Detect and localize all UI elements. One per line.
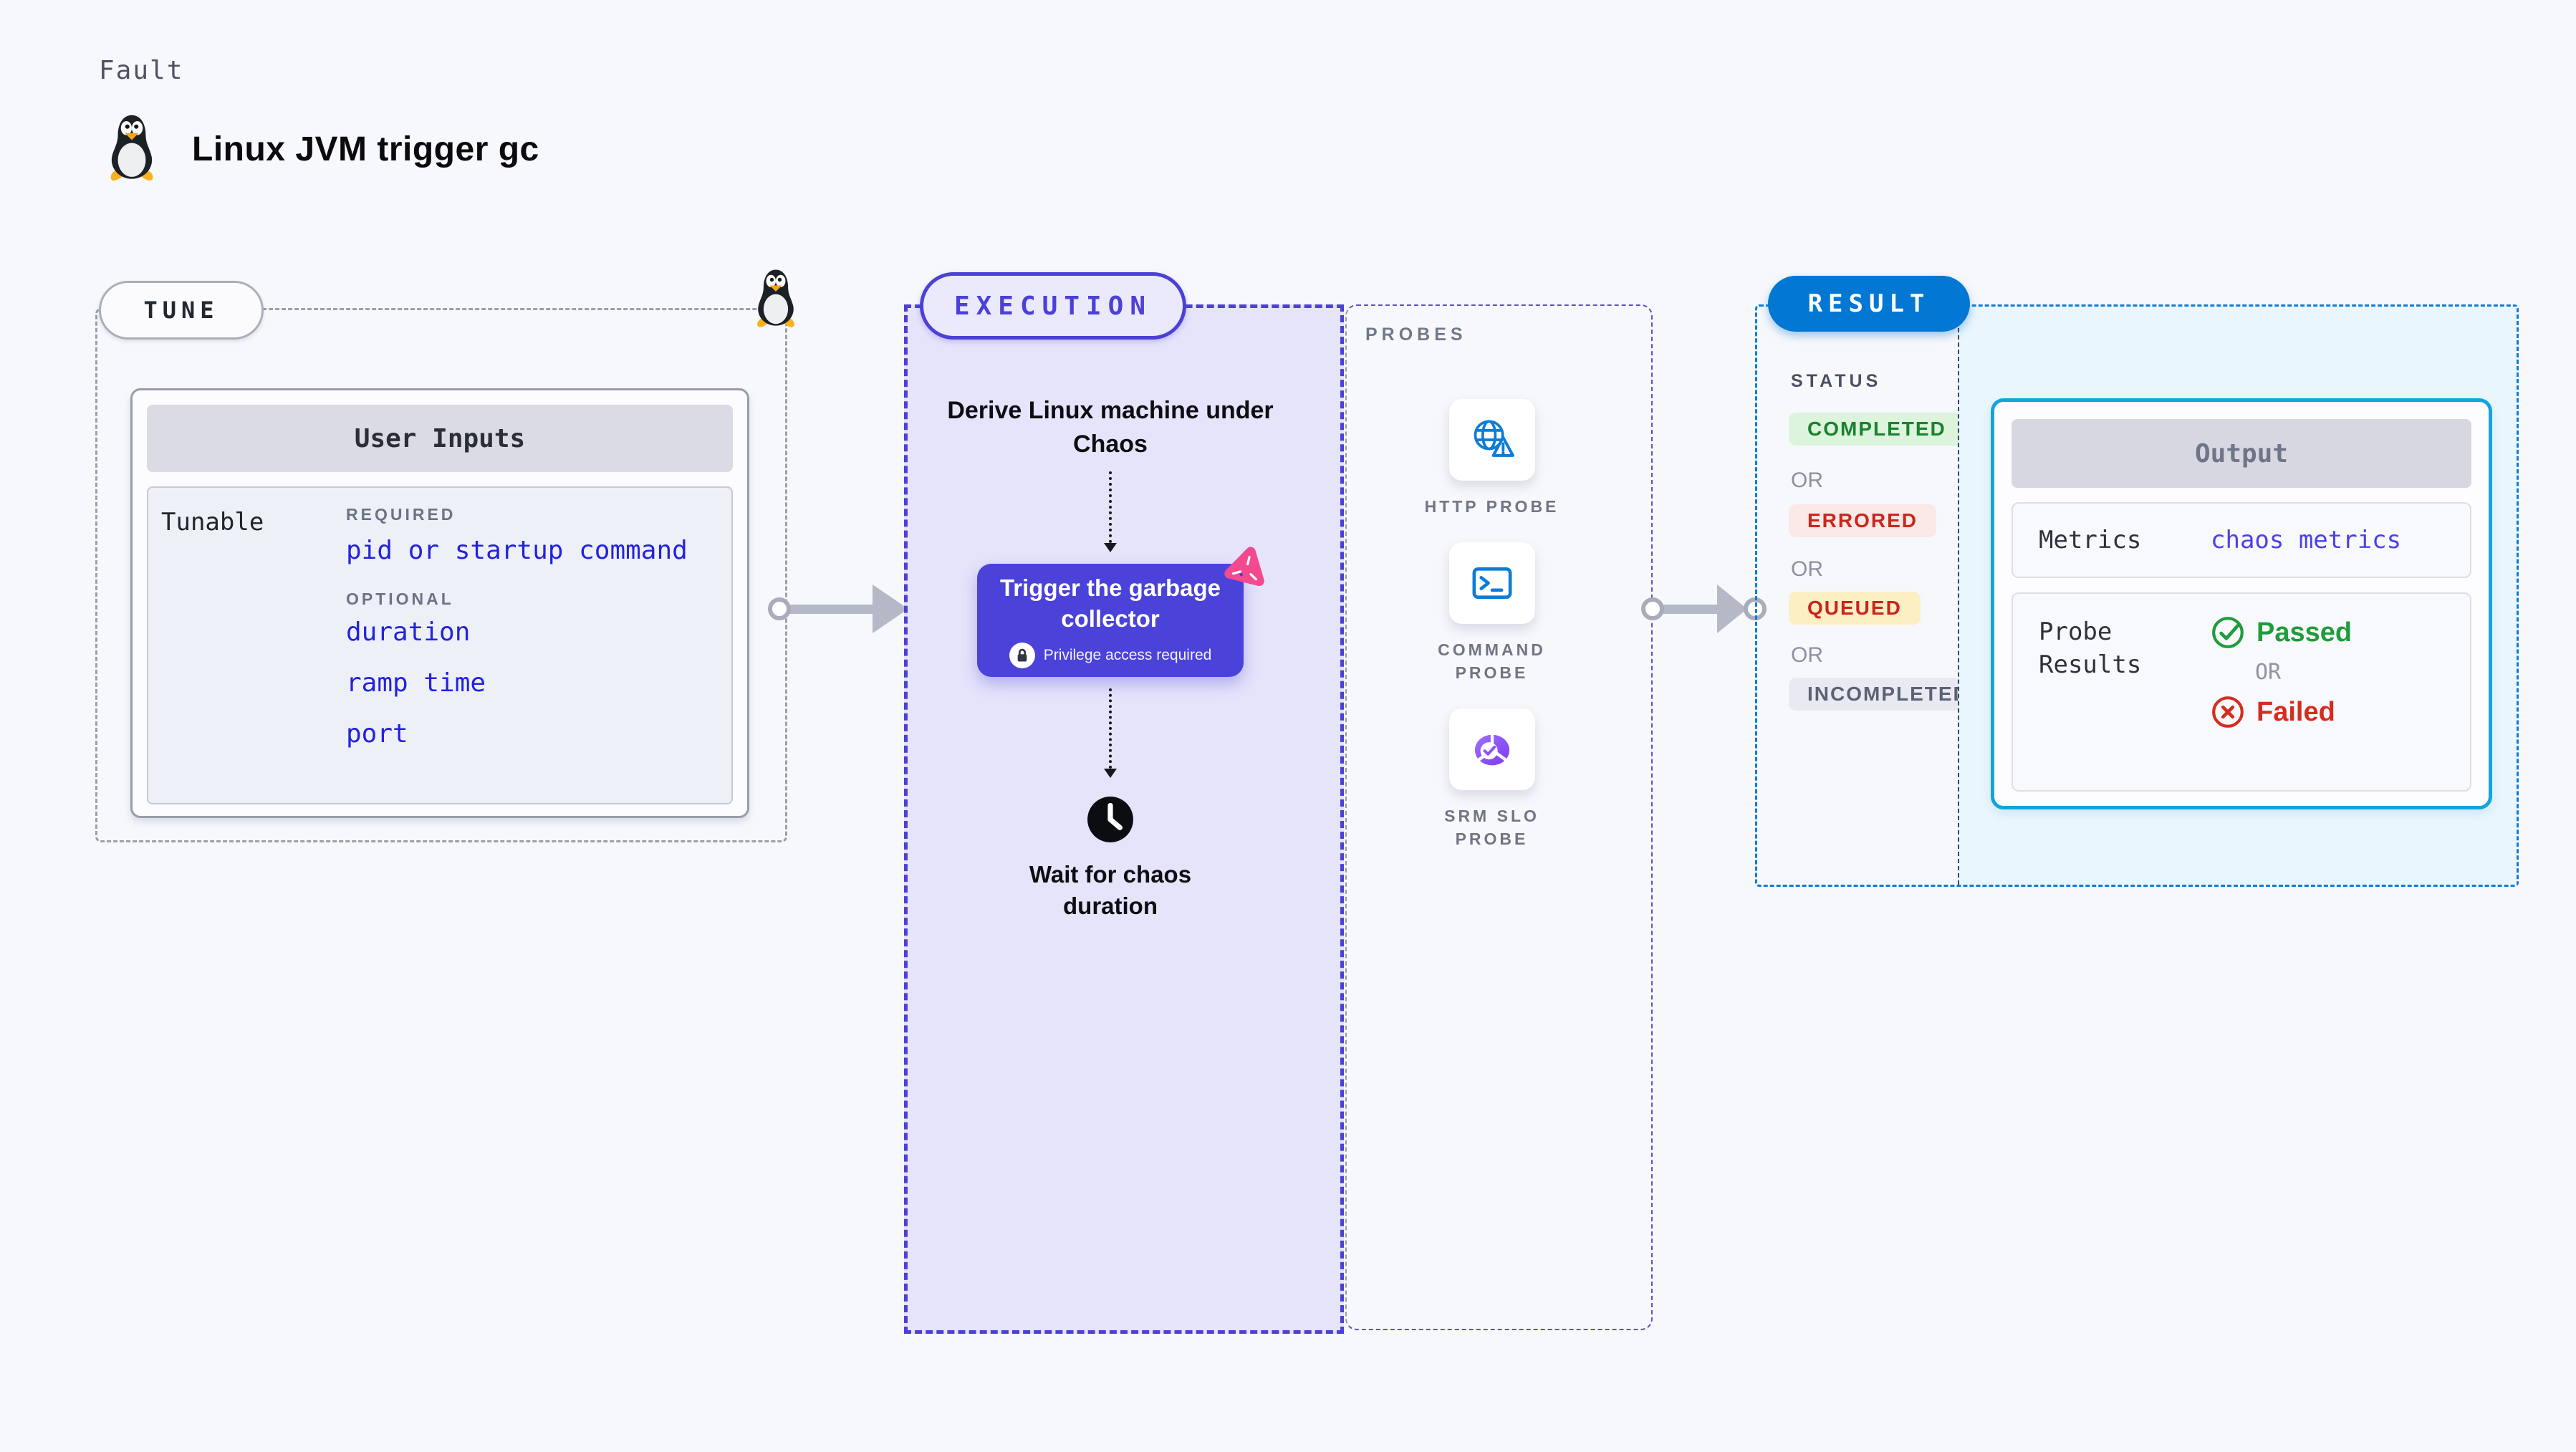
passed-label: Passed xyxy=(2257,617,2352,648)
probe-results-row: Probe Results Passed OR xyxy=(2012,592,2471,792)
lock-icon xyxy=(1009,643,1035,668)
probe-results-label: Probe Results xyxy=(2039,617,2142,679)
x-circle-icon xyxy=(2212,696,2244,728)
tune-badge: TUNE xyxy=(99,281,264,340)
user-inputs-title: User Inputs xyxy=(147,405,733,472)
tunable-link-port[interactable]: port xyxy=(346,719,408,749)
status-badge-errored: ERRORED xyxy=(1789,504,1937,537)
result-section: STATUS COMPLETED OR ERRORED OR QUEUED OR… xyxy=(1755,304,2519,887)
or-separator: OR xyxy=(1791,557,1823,581)
probe-item-srm-slo: SRM SLO PROBE xyxy=(1410,708,1575,850)
tux-penguin-icon xyxy=(102,113,162,185)
user-inputs-card: User Inputs Tunable REQUIRED pid or star… xyxy=(130,388,749,818)
probe-item-http: HTTP PROBE xyxy=(1410,399,1575,518)
output-area: Output Metrics chaos metrics Probe Resul… xyxy=(1958,307,2517,885)
or-separator: OR xyxy=(2255,660,2282,685)
execution-badge: EXECUTION xyxy=(920,272,1186,340)
tune-section xyxy=(95,308,787,842)
probe-label: HTTP PROBE xyxy=(1424,497,1559,516)
probes-section: PROBES HTTP PR xyxy=(1345,304,1653,1330)
srm-slo-probe-card[interactable] xyxy=(1448,708,1535,790)
output-title: Output xyxy=(2012,419,2471,488)
required-label: REQUIRED xyxy=(346,505,456,524)
probe-label: SRM SLO PROBE xyxy=(1444,807,1539,848)
trigger-gc-node[interactable]: Trigger the garbage collector Privilege … xyxy=(977,547,1264,677)
tunable-link-ramp-time[interactable]: ramp time xyxy=(346,668,486,698)
output-card: Output Metrics chaos metrics Probe Resul… xyxy=(1991,398,2492,809)
fault-kicker: Fault xyxy=(99,56,184,85)
tunable-row-label: Tunable xyxy=(161,508,264,537)
tux-penguin-icon-small xyxy=(749,268,802,331)
wait-duration-step: Wait for chaos duration xyxy=(1029,861,1192,919)
or-separator: OR xyxy=(1791,468,1823,492)
probes-label: PROBES xyxy=(1365,324,1467,345)
tunable-link-pid[interactable]: pid or startup command xyxy=(346,536,688,565)
status-column: STATUS COMPLETED OR ERRORED OR QUEUED OR… xyxy=(1757,307,1988,885)
result-badge: RESULT xyxy=(1768,276,1970,332)
chaos-metrics-link[interactable]: chaos metrics xyxy=(2211,526,2402,554)
privilege-note: Privilege access required xyxy=(1043,647,1212,663)
metrics-label: Metrics xyxy=(2039,526,2142,554)
arrow-down-icon xyxy=(1104,769,1117,778)
probe-label: COMMAND PROBE xyxy=(1438,640,1546,682)
derive-machine-step: Derive Linux machine under Chaos xyxy=(947,397,1274,458)
slo-donut-check-icon xyxy=(1474,731,1509,766)
arrow-down-icon xyxy=(1104,543,1117,552)
execution-section: Derive Linux machine under Chaos Trigger… xyxy=(904,304,1344,1334)
status-badge-completed: COMPLETED xyxy=(1789,413,1965,446)
command-probe-card[interactable] xyxy=(1448,542,1535,624)
page-title: Linux JVM trigger gc xyxy=(192,130,539,168)
chaos-burst-icon xyxy=(1224,547,1264,587)
dotted-connector xyxy=(1109,688,1112,769)
globe-alert-icon xyxy=(1474,420,1514,457)
optional-label: OPTIONAL xyxy=(346,590,454,608)
terminal-icon xyxy=(1472,567,1512,599)
status-label: STATUS xyxy=(1791,371,1882,391)
tunables-panel: Tunable REQUIRED pid or startup command … xyxy=(147,486,733,804)
status-badge-incompleted: INCOMPLETED xyxy=(1789,678,1988,711)
check-circle-icon xyxy=(2212,617,2244,648)
metrics-row: Metrics chaos metrics xyxy=(2012,502,2471,578)
http-probe-card[interactable] xyxy=(1448,399,1535,481)
flow-arrow-execution-to-result xyxy=(1641,585,1767,633)
trigger-gc-label: Trigger the garbage collector xyxy=(999,574,1221,632)
failed-label: Failed xyxy=(2257,696,2335,727)
probe-item-command: COMMAND PROBE xyxy=(1410,542,1575,684)
tunable-link-duration[interactable]: duration xyxy=(346,617,471,647)
dotted-connector xyxy=(1109,471,1112,543)
clock-icon xyxy=(1086,795,1135,847)
or-separator: OR xyxy=(1791,643,1823,667)
status-badge-queued: QUEUED xyxy=(1789,592,1921,625)
